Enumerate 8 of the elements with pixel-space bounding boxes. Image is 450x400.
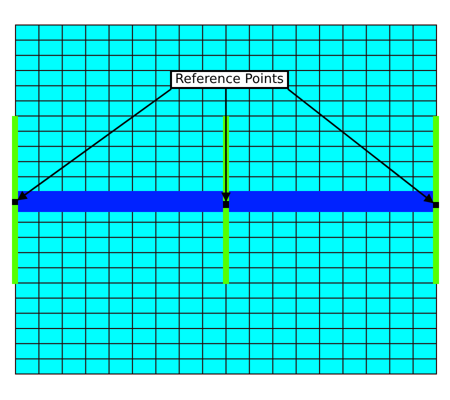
leader-arrow xyxy=(221,89,231,202)
reference-point-marker xyxy=(433,202,439,208)
reference-point-marker xyxy=(223,201,229,208)
leader-arrow xyxy=(287,88,434,204)
callout-label-box xyxy=(170,70,289,89)
leader-arrow xyxy=(17,88,172,200)
callout-text: Reference Points xyxy=(175,72,284,87)
reference-point-marker xyxy=(12,199,18,205)
